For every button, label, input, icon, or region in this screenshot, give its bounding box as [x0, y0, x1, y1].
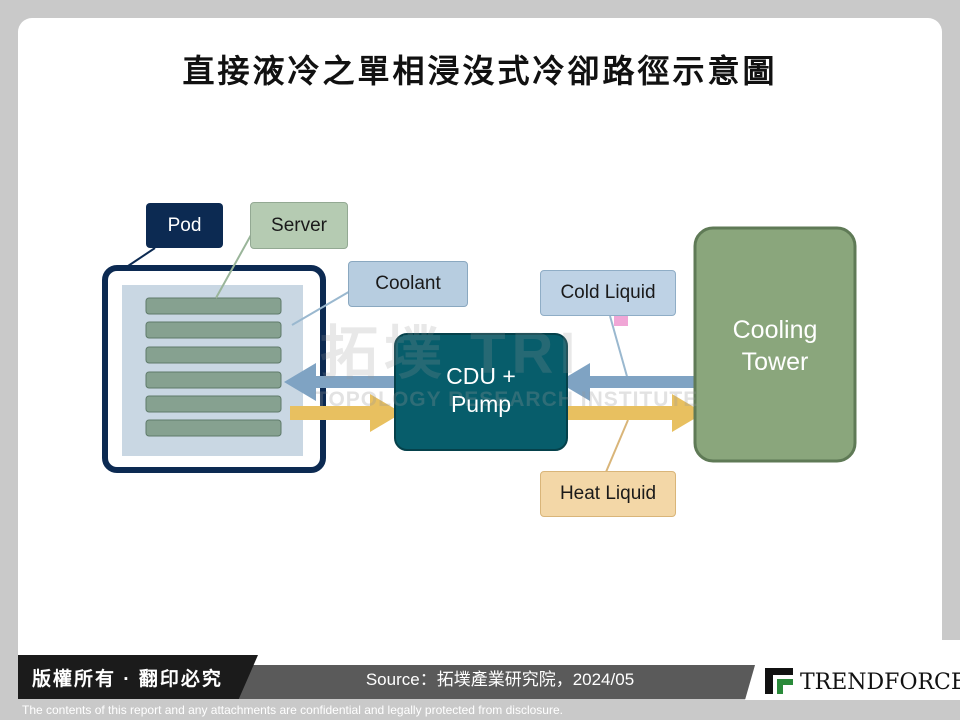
watermark-logo: 拓墣 TRI	[320, 321, 582, 386]
footer-bar	[230, 665, 770, 699]
copyright-notice: 版權所有 · 翻印必究	[18, 655, 258, 699]
brand-name: TRENDFORCE	[800, 670, 960, 695]
cold-liquid-connector	[609, 315, 629, 381]
watermark-subtitle: TOPOLOGY RESEARCH INSTITUTE	[315, 388, 699, 411]
server-blade	[145, 395, 282, 413]
cooling-tower-box	[693, 226, 857, 463]
cdu-pump-label: CDU + Pump	[395, 362, 567, 418]
trendforce-logo-icon	[765, 668, 793, 694]
cold-liquid-label: Cold Liquid	[540, 270, 676, 316]
cdu-pump-box	[394, 333, 568, 451]
heat-arrow-to-tower	[566, 394, 704, 432]
coolant-label: Coolant	[348, 261, 468, 307]
heat-arrow-to-cdu	[290, 394, 402, 432]
server-blade	[145, 297, 282, 315]
pod-label: Pod	[146, 203, 223, 248]
pod-connector	[127, 247, 156, 267]
server-connector	[215, 225, 257, 299]
cold-arrow-to-cdu	[558, 363, 695, 401]
server-blade	[145, 419, 282, 437]
disclaimer-text: The contents of this report and any atta…	[22, 703, 563, 717]
page-title: 直接液冷之單相浸沒式冷卻路徑示意圖	[182, 52, 778, 90]
tower-line-2: Tower	[741, 348, 809, 376]
tower-line-1: Cooling	[732, 316, 818, 344]
cdu-line-2: Pump	[450, 391, 512, 417]
coolant-connector	[291, 289, 353, 326]
cooling-tower-label: Cooling Tower	[695, 314, 855, 378]
cold-arrow-to-pod	[284, 363, 395, 401]
cdu-line-1: CDU +	[446, 363, 516, 389]
source-text: Source：拓墣產業研究院，2024/05	[365, 670, 635, 689]
server-blade	[145, 346, 282, 364]
server-label: Server	[250, 202, 348, 249]
server-blade	[145, 321, 282, 339]
marker	[614, 314, 628, 326]
heat-liquid-label: Heat Liquid	[540, 471, 676, 517]
heat-liquid-connector	[605, 419, 629, 473]
server-blade	[145, 371, 282, 389]
